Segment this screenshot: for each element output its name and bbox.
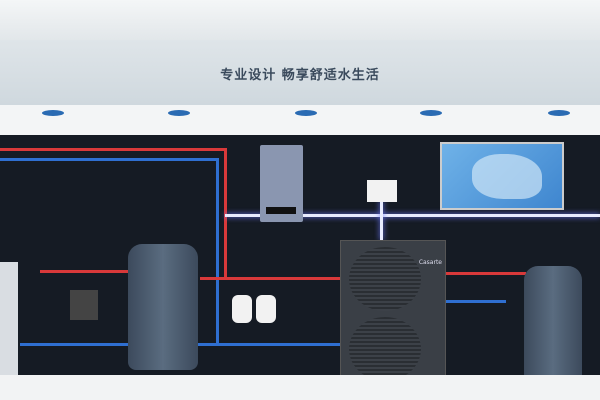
sign-board xyxy=(0,40,600,105)
hot-pipe xyxy=(224,148,227,278)
fan-grille xyxy=(349,247,421,311)
expansion-tank xyxy=(232,295,252,323)
light-strip xyxy=(380,200,383,240)
water-tank xyxy=(128,244,198,370)
hot-pipe xyxy=(0,148,225,151)
ceiling-light xyxy=(295,110,317,116)
water-heater-tank xyxy=(524,266,582,392)
heat-pump-unit: Casarte xyxy=(340,240,446,390)
controller-box xyxy=(367,180,397,202)
cold-pipe xyxy=(0,158,218,161)
china-map xyxy=(472,154,542,199)
ceiling-light xyxy=(548,110,570,116)
floor xyxy=(0,375,600,400)
display-screen xyxy=(440,142,564,210)
cold-pipe xyxy=(446,300,506,303)
boiler-display xyxy=(266,207,296,214)
ceiling-light xyxy=(42,110,64,116)
hot-pipe xyxy=(40,270,130,273)
hot-pipe xyxy=(446,272,526,275)
light-strip xyxy=(225,214,600,217)
control-unit xyxy=(70,290,98,320)
ceiling-light xyxy=(168,110,190,116)
wall-boiler xyxy=(260,145,303,222)
cold-pipe xyxy=(216,158,219,343)
ceiling xyxy=(0,0,600,40)
expansion-tank xyxy=(256,295,276,323)
appliance-side xyxy=(0,262,18,382)
fan-grille xyxy=(349,317,421,381)
hot-pipe xyxy=(200,277,340,280)
heat-pump-brand: Casarte xyxy=(418,259,442,266)
ceiling-light xyxy=(420,110,442,116)
sign-headline: 专业设计 畅享舒适水生活 xyxy=(220,68,380,83)
